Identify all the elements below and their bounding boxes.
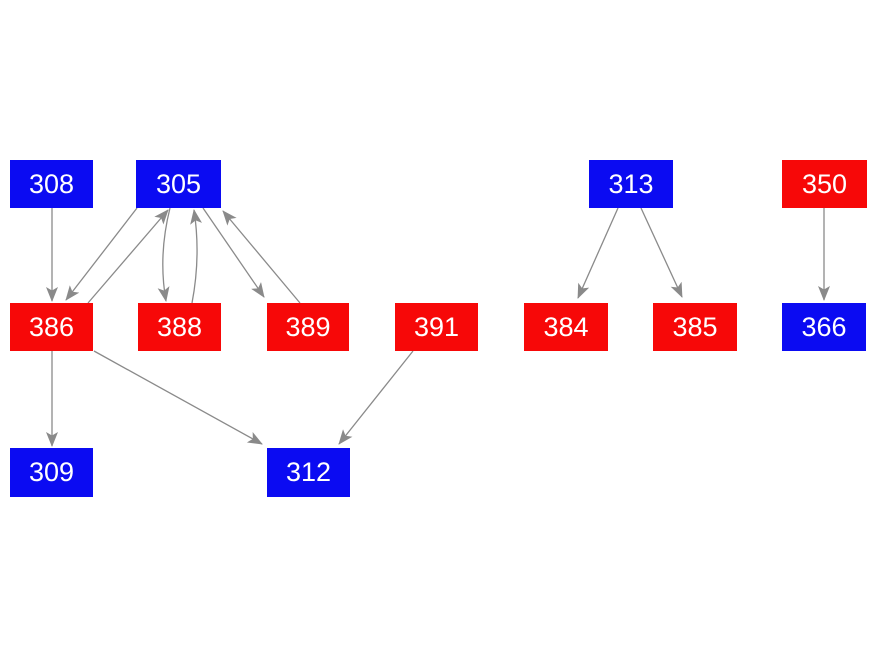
edge-391-312 — [338, 350, 414, 445]
node-label: 388 — [156, 311, 203, 342]
node-label: 305 — [155, 168, 202, 199]
edge-388-305 — [190, 209, 203, 304]
node-384[interactable]: 384 — [524, 303, 608, 351]
node-label: 386 — [28, 311, 75, 342]
node-label: 312 — [285, 457, 332, 487]
edge-389-305 — [222, 210, 301, 304]
node-label: 385 — [672, 311, 718, 342]
edge-386-312 — [93, 350, 263, 445]
edge-386-305 — [87, 209, 169, 304]
node-309[interactable]: 309 — [10, 448, 93, 497]
node-label: 308 — [28, 168, 75, 199]
node-label: 313 — [608, 168, 654, 199]
edge-313-385 — [640, 207, 683, 298]
node-label: 309 — [28, 457, 75, 487]
node-label: 389 — [285, 311, 331, 342]
node-385[interactable]: 385 — [653, 303, 737, 351]
node-366[interactable]: 366 — [782, 303, 866, 351]
node-386[interactable]: 386 — [10, 303, 93, 351]
node-305[interactable]: 305 — [136, 160, 221, 208]
node-313[interactable]: 313 — [589, 160, 673, 208]
edge-305-388 — [157, 207, 171, 302]
node-308[interactable]: 308 — [10, 160, 93, 208]
node-388[interactable]: 388 — [138, 303, 221, 351]
node-391[interactable]: 391 — [395, 303, 478, 351]
node-label: 366 — [801, 311, 847, 342]
edge-305-389 — [202, 207, 265, 298]
edges-group — [46, 207, 830, 447]
node-312[interactable]: 312 — [267, 448, 350, 497]
node-389[interactable]: 389 — [267, 303, 349, 351]
edge-305-386 — [65, 207, 138, 301]
node-label: 384 — [543, 311, 589, 342]
node-label: 391 — [413, 311, 460, 342]
node-label: 350 — [801, 168, 848, 199]
edge-313-384 — [577, 207, 619, 299]
node-350[interactable]: 350 — [782, 160, 867, 208]
